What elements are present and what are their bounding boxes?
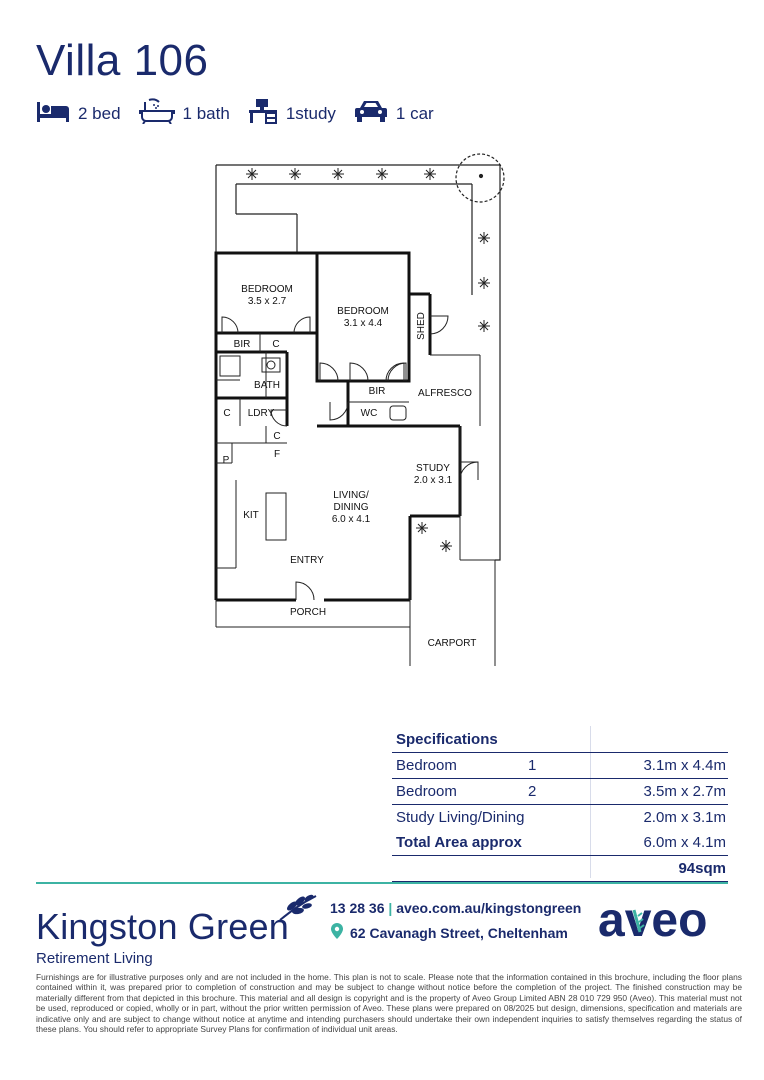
villa-title: Villa 106	[36, 36, 209, 85]
feature-car-label: 1 car	[395, 103, 434, 123]
room-c-a: C	[272, 339, 279, 350]
tree-canopy	[455, 153, 505, 203]
footer-rule	[36, 882, 728, 884]
feature-bed-label: 2 bed	[78, 103, 121, 123]
address-text: 62 Cavanagh Street, Cheltenham	[350, 924, 568, 941]
feature-bed: 2 bed	[36, 99, 121, 128]
spec-num: 2	[528, 783, 537, 800]
room-wc: WC	[361, 408, 378, 419]
spec-total-value: 6.0m x 4.1m	[643, 834, 726, 851]
spec-label: Study Living/Dining	[396, 809, 525, 826]
address-line: 62 Cavanagh Street, Cheltenham	[330, 922, 568, 943]
room-bir-b: BIR	[369, 386, 386, 397]
brand-subtitle: Retirement Living	[36, 950, 153, 967]
spec-label: Bedroom	[396, 757, 457, 774]
aveo-logo-text: aveo	[598, 898, 707, 944]
spec-num: 1	[528, 757, 537, 774]
spec-row: Bedroom 2 3.5m x 2.7m	[392, 779, 728, 805]
brand-name: Kingston Green	[36, 906, 289, 947]
garden-plants	[246, 168, 490, 552]
room-bedroom2-name: BEDROOM	[241, 284, 293, 295]
spec-value: 3.5m x 2.7m	[643, 783, 726, 800]
room-bedroom2-size: 3.5 x 2.7	[248, 296, 287, 307]
room-bath: BATH	[254, 380, 280, 391]
room-living-name: LIVING/	[333, 490, 369, 501]
room-bir-a: BIR	[234, 339, 251, 350]
spec-total-label: Total Area approx	[396, 834, 522, 851]
leaf-logo-icon	[276, 892, 320, 927]
spec-divider	[590, 726, 591, 878]
garden-boundary	[216, 164, 501, 561]
room-study-name: STUDY	[416, 463, 450, 474]
spec-value: 3.1m x 4.4m	[643, 757, 726, 774]
room-c-b: C	[223, 408, 230, 419]
disclaimer-text: Furnishings are for illustrative purpose…	[36, 972, 742, 1035]
desk-icon	[248, 98, 286, 129]
room-bedroom1-size: 3.1 x 4.4	[344, 318, 383, 329]
room-living-size: 6.0 x 4.1	[332, 514, 371, 525]
spec-label: Bedroom	[396, 783, 457, 800]
contact-line: 13 28 36 | aveo.com.au/kingstongreen	[330, 900, 581, 916]
floor-plan: BEDROOM 3.5 x 2.7 BEDROOM 3.1 x 4.4 BIR …	[200, 150, 510, 675]
spec-sqm-row: 94sqm	[392, 856, 728, 882]
spec-heading: Specifications	[396, 730, 498, 748]
room-f: F	[274, 449, 280, 460]
floor-plan-drawing: BEDROOM 3.5 x 2.7 BEDROOM 3.1 x 4.4 BIR …	[214, 153, 505, 666]
phone-number[interactable]: 13 28 36	[330, 900, 385, 916]
location-pin-icon	[330, 922, 350, 943]
room-living-name2: DINING	[334, 502, 369, 513]
room-alfresco: ALFRESCO	[418, 388, 472, 399]
features-row: 2 bed 1 bath 1study 1 car	[36, 98, 452, 129]
feature-bath-label: 1 bath	[182, 103, 230, 123]
room-ldry: LDRY	[248, 408, 275, 419]
room-porch: PORCH	[290, 607, 326, 618]
spec-row: Study Living/Dining 2.0m x 3.1m	[392, 805, 728, 830]
spec-total-row: Total Area approx 6.0m x 4.1m	[392, 830, 728, 856]
website-link[interactable]: aveo.com.au/kingstongreen	[396, 900, 582, 916]
room-bedroom1-name: BEDROOM	[337, 306, 389, 317]
room-carport: CARPORT	[428, 638, 477, 649]
spec-heading-row: Specifications	[392, 726, 728, 753]
room-entry: ENTRY	[290, 555, 324, 566]
spec-value: 2.0m x 3.1m	[643, 809, 726, 826]
car-icon	[354, 99, 396, 128]
room-kit: KIT	[243, 510, 259, 521]
bath-icon	[138, 98, 183, 129]
room-shed: SHED	[416, 312, 427, 340]
feature-study-label: 1study	[285, 103, 336, 123]
contact-separator: |	[388, 900, 393, 916]
room-c-c: C	[273, 431, 280, 442]
room-p: P	[223, 455, 230, 466]
bed-icon	[36, 99, 78, 128]
feature-car: 1 car	[354, 99, 434, 128]
feature-bath: 1 bath	[138, 98, 230, 129]
specifications-table: Specifications Bedroom 1 3.1m x 4.4m Bed…	[392, 726, 728, 882]
feature-study: 1study	[248, 98, 336, 129]
spec-total-sqm: 94sqm	[678, 860, 726, 877]
room-study-size: 2.0 x 3.1	[414, 475, 453, 486]
spec-row: Bedroom 1 3.1m x 4.4m	[392, 753, 728, 779]
aveo-logo: aveo	[598, 894, 730, 949]
